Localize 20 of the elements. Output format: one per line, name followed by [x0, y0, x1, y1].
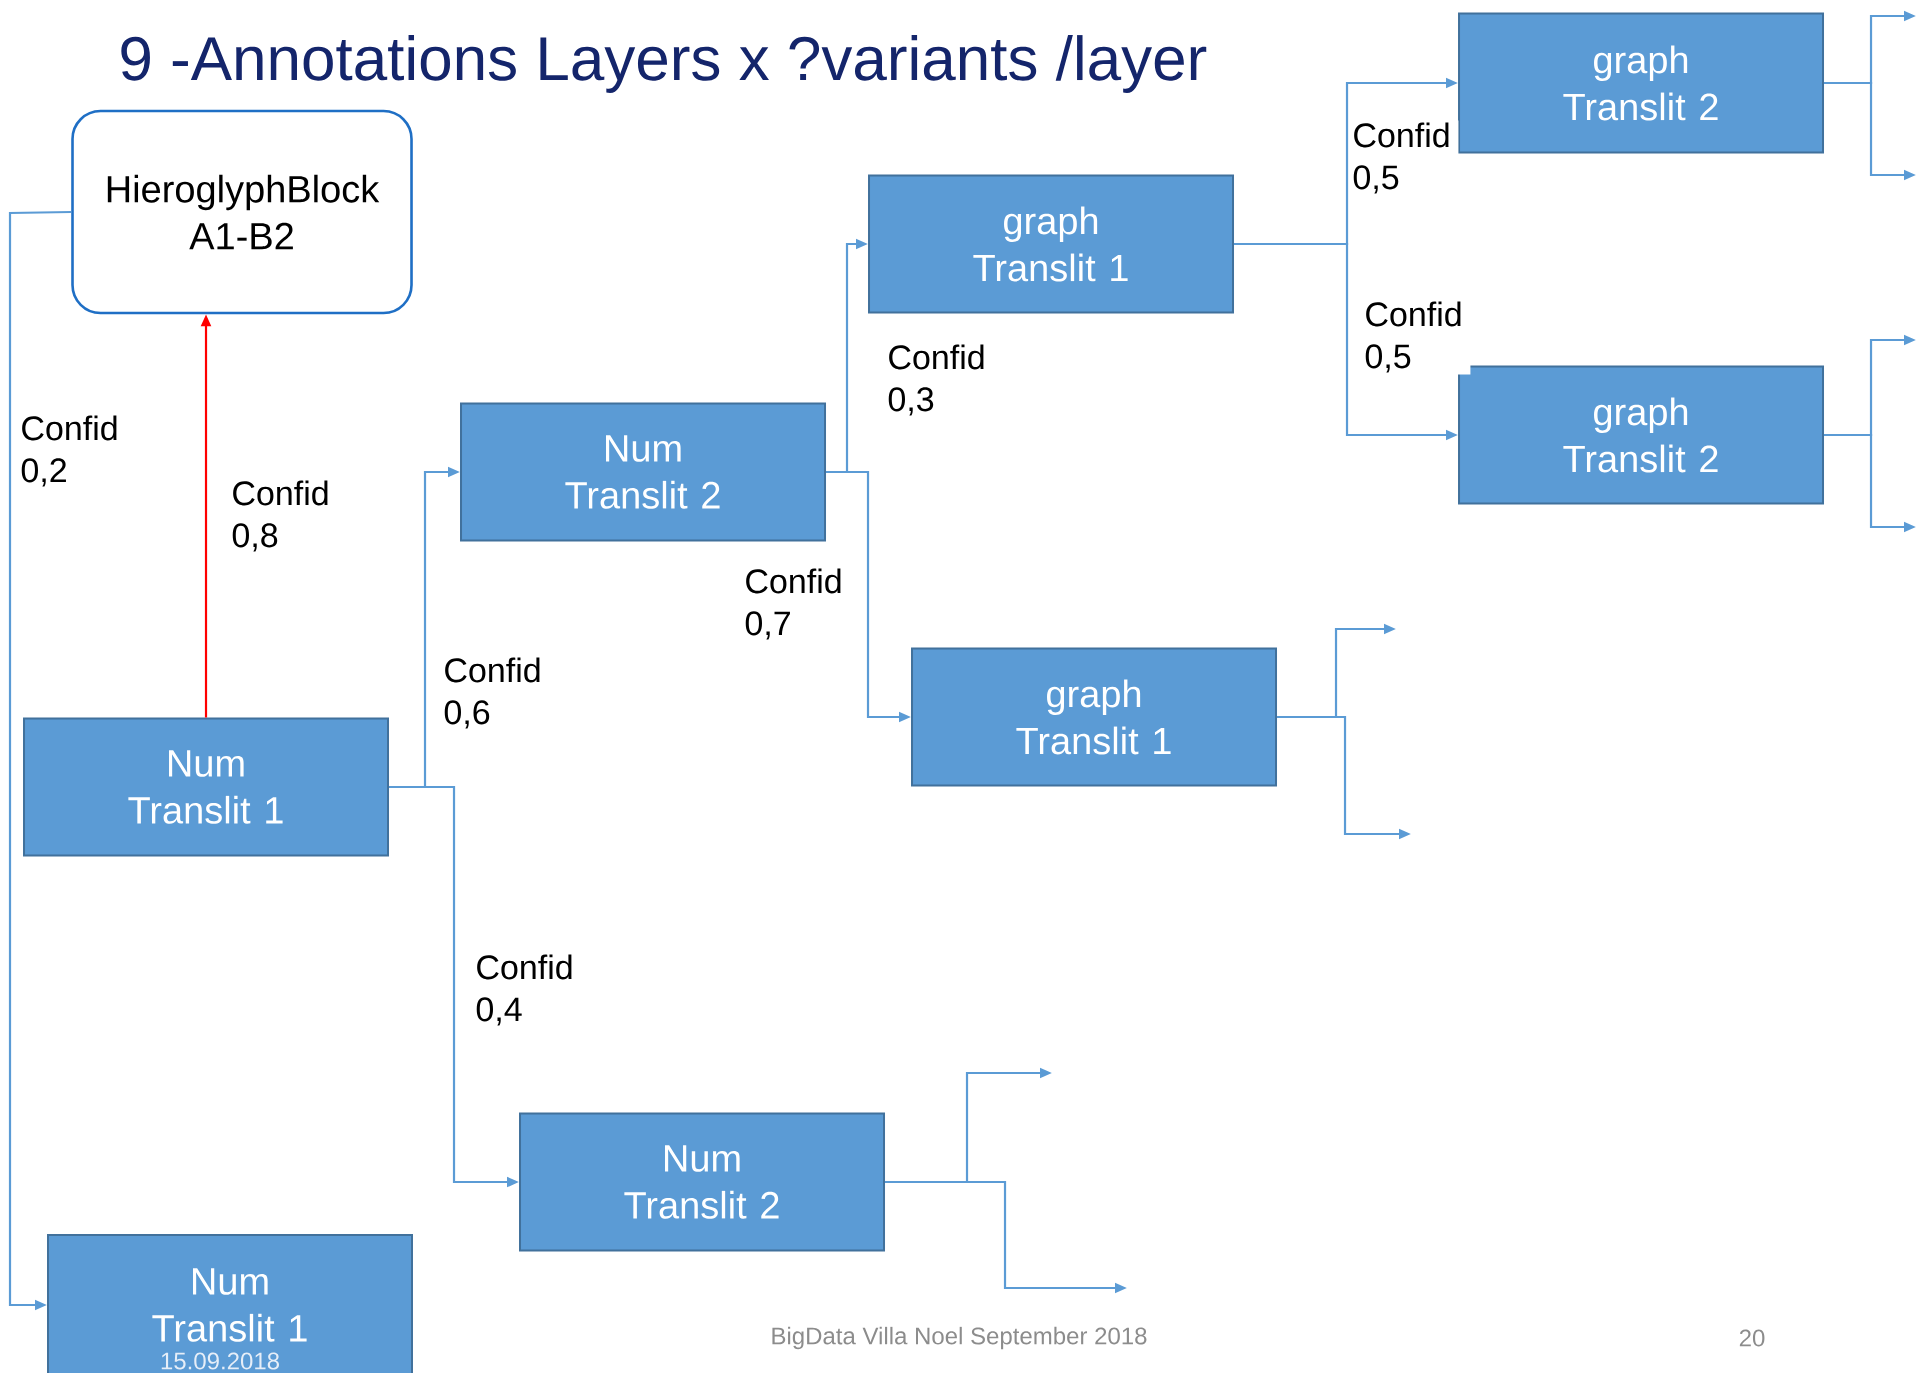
edge-label: Confid 0,2 — [18, 413, 127, 489]
process-box: graph Translit 1 — [911, 647, 1277, 787]
process-box: graph Translit 2 — [1458, 365, 1824, 505]
edge-label: Confid 0,4 — [473, 952, 582, 1028]
footer-text: BigData Villa Noel September 2018 — [772, 1326, 1147, 1350]
process-box: graph Translit 1 — [868, 174, 1234, 314]
footer-text: 15.09.2018 — [161, 1352, 279, 1370]
process-box: Num Translit 2 — [460, 402, 826, 542]
edge-label: Confid 0,3 — [885, 342, 994, 418]
process-box: graph Translit 2 — [1458, 12, 1824, 154]
edge-label: Confid 0,5 — [1350, 120, 1459, 196]
process-box: Num Translit 1 — [23, 717, 389, 857]
edge-label: Confid 0,8 — [229, 478, 338, 554]
rounded-box: HieroglyphBlock A1-B2 — [71, 109, 413, 315]
footer-text: 20 — [1739, 1329, 1765, 1347]
edge-label: Confid 0,5 — [1362, 299, 1471, 375]
edge-label: Confid 0,6 — [441, 655, 550, 731]
process-box: Num Translit 2 — [519, 1112, 885, 1252]
edge-label: Confid 0,7 — [742, 566, 851, 642]
slide-title: 9 -Annotations Layers x ?variants /layer — [121, 35, 1207, 93]
